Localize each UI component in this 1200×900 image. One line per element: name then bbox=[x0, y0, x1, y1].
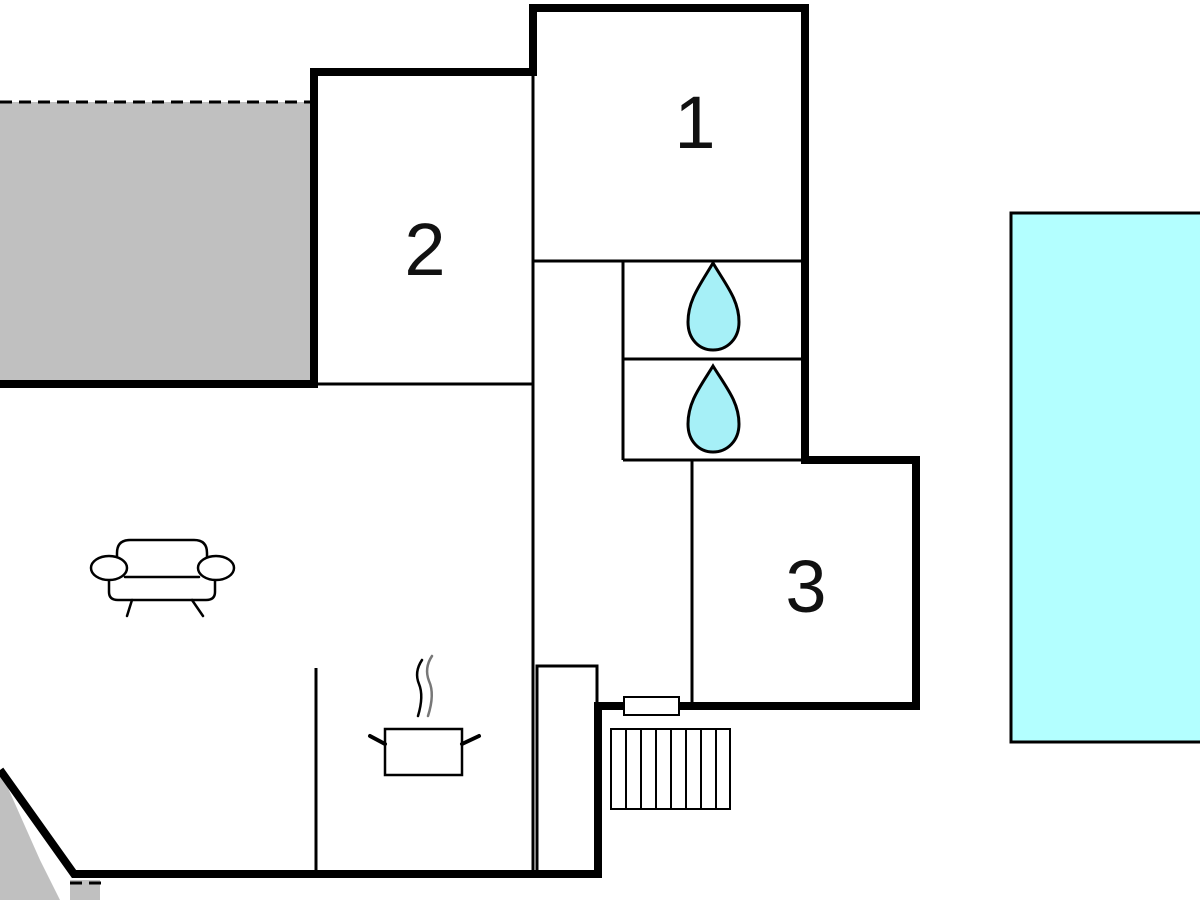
cooking-pot-icon bbox=[368, 654, 481, 777]
water-drop-icon bbox=[686, 363, 741, 454]
room-number-3: 3 bbox=[785, 545, 826, 628]
interior-walls bbox=[314, 72, 805, 874]
room-number-1: 1 bbox=[674, 81, 715, 164]
water-drop-icon bbox=[686, 260, 741, 352]
swimming-pool bbox=[1009, 211, 1200, 744]
sofa-icon bbox=[89, 538, 236, 618]
room-number-2: 2 bbox=[404, 208, 445, 291]
terrace-top-left bbox=[0, 100, 314, 384]
stairs-icon bbox=[610, 696, 731, 810]
terrace-bottom-left bbox=[0, 770, 102, 900]
